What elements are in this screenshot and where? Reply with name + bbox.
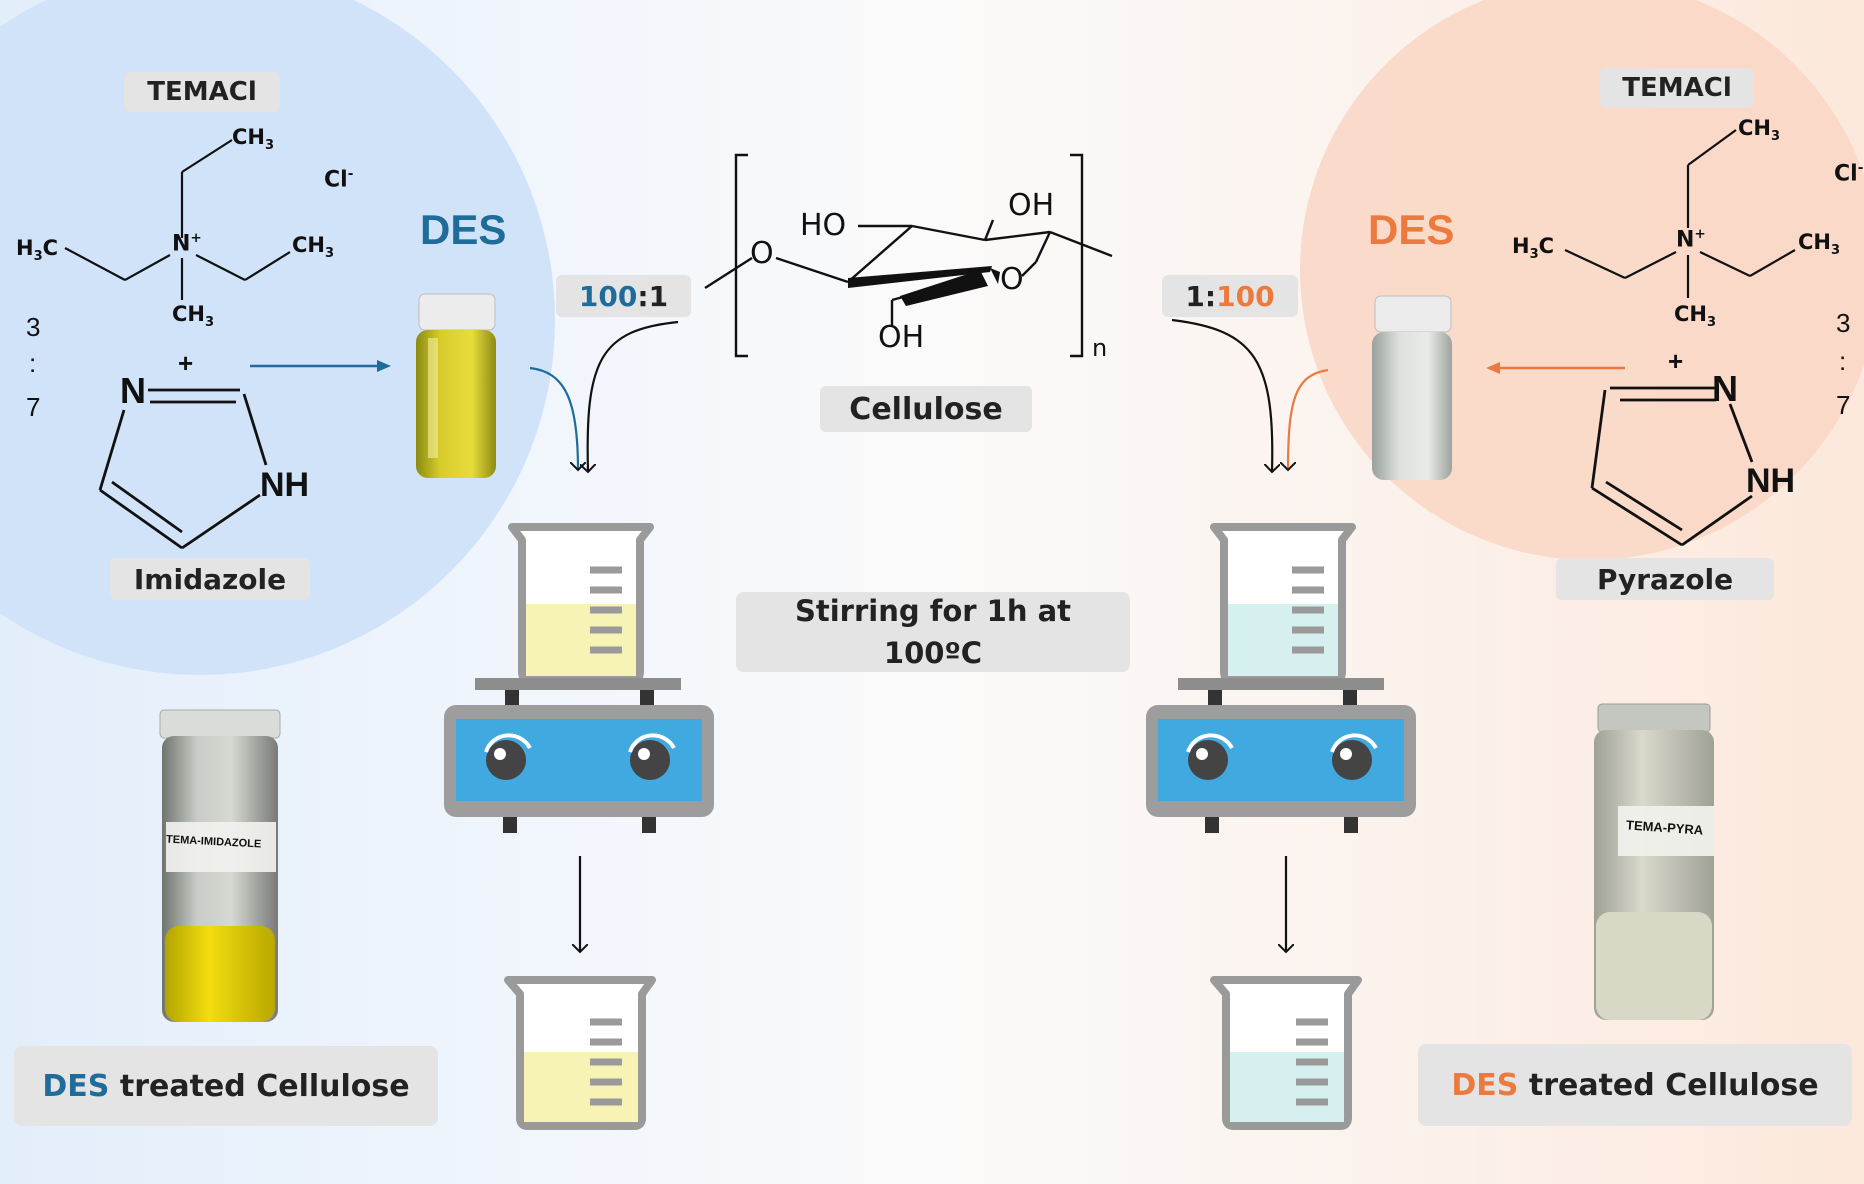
vial-yellow	[416, 293, 496, 478]
left-ch3-top: CH3	[232, 125, 275, 154]
right-ch3-right: CH3	[1798, 230, 1841, 259]
imidazole-nh: NH	[260, 466, 310, 504]
right-n-plus: N+	[1676, 226, 1706, 253]
left-temacl-structure	[64, 139, 291, 300]
left-chloride: Cl-	[324, 166, 354, 193]
vial-clear	[1372, 295, 1452, 480]
left-ratio-a: 3	[26, 312, 41, 342]
stirrer-left	[444, 678, 714, 833]
pyrazole-n: N	[1712, 368, 1738, 409]
tall-vial-right	[1594, 703, 1714, 1020]
curve-arrow-left-blue	[529, 366, 578, 470]
right-ch3-top: CH3	[1738, 116, 1781, 145]
tall-vial-left	[159, 709, 281, 1022]
left-plus-between: +	[178, 348, 194, 378]
left-n-plus: N+	[172, 230, 202, 257]
cellulose-oh-bottom: OH	[878, 320, 925, 355]
curve-arrow-right-black	[1171, 318, 1272, 472]
left-ch3-bottom: CH3	[172, 302, 215, 331]
cellulose-o-link: O	[750, 236, 774, 271]
right-des-label: DES	[1368, 206, 1455, 253]
curve-arrow-left-black	[588, 320, 679, 472]
cellulose-structure	[704, 153, 1113, 358]
imidazole-n: N	[120, 370, 146, 411]
beaker-top-right	[1210, 523, 1356, 684]
curve-arrow-right-orange	[1288, 368, 1329, 470]
left-ch3-right: CH3	[292, 233, 335, 262]
left-ratio-box: 100:1	[556, 275, 691, 317]
cellulose-oh-top: OH	[1008, 188, 1055, 223]
beaker-bottom-left	[504, 976, 656, 1130]
left-result-label: DES treated Cellulose	[14, 1046, 438, 1126]
right-result-label: DES treated Cellulose	[1418, 1044, 1852, 1126]
right-ratio-box: 1:100	[1162, 275, 1298, 317]
cellulose-bold-bond	[900, 270, 988, 306]
left-temacl-label: TEMACl	[124, 72, 280, 112]
imidazole-label: Imidazole	[110, 558, 310, 600]
left-ratio-b: 7	[26, 392, 41, 422]
right-plus-between: +	[1668, 346, 1684, 376]
cellulose-ho: HO	[800, 208, 847, 243]
right-ch3-bottom: CH3	[1674, 302, 1717, 331]
pyrazole-ring	[1590, 386, 1754, 547]
stirrer-right	[1146, 678, 1416, 833]
right-ratio-a: 3	[1836, 308, 1851, 338]
cellulose-label: Cellulose	[820, 386, 1032, 432]
beaker-bottom-right	[1210, 976, 1362, 1130]
left-circle	[0, 0, 555, 675]
right-temacl-label: TEMACl	[1600, 68, 1754, 108]
right-chloride: Cl-	[1834, 160, 1864, 187]
right-ratio-colon: :	[1839, 346, 1847, 376]
left-ratio-colon: :	[29, 348, 37, 378]
beaker-top-left	[508, 523, 654, 684]
cellulose-n-repeat: n	[1092, 334, 1108, 362]
right-h3c: H3C	[1512, 234, 1555, 263]
cellulose-wedge-2	[990, 268, 1000, 284]
pyrazole-label: Pyrazole	[1556, 558, 1774, 600]
left-h3c: H3C	[16, 236, 59, 265]
right-temacl-structure	[1564, 129, 1796, 298]
right-ratio-b: 7	[1836, 390, 1851, 420]
pyrazole-nh: NH	[1746, 462, 1796, 500]
left-des-label: DES	[420, 206, 507, 253]
cellulose-o-ring: O	[1000, 262, 1024, 297]
cellulose-wedge-1	[848, 266, 992, 288]
imidazole-ring	[98, 388, 268, 550]
